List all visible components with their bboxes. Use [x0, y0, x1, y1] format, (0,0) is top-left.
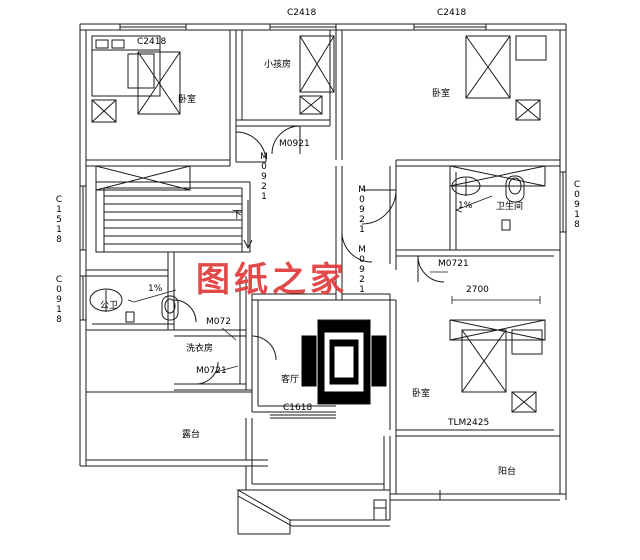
annotation-dimension-2700: 2700 — [466, 285, 489, 295]
window-label-c2418-3: C2418 — [437, 8, 467, 18]
door-label-m0921-2: M0921 — [259, 152, 269, 202]
door-label-tlm2425: TLM2425 — [448, 418, 490, 428]
fixtures — [85, 35, 547, 466]
room-label-bathroom: 卫生间 — [496, 202, 524, 212]
room-label-living-room: 客厅 — [281, 375, 300, 385]
door-label-m0921-3: M0921 — [357, 185, 367, 235]
annotation-down-arrow-label: 下 — [232, 210, 242, 221]
door-label-m072: M072 — [206, 317, 231, 327]
room-label-bedroom-2: 卧室 — [432, 89, 451, 99]
window-label-c0918-left: C0918 — [54, 275, 64, 325]
room-label-public-toilet: 公卫 — [100, 301, 119, 311]
door-label-m0721-2: M0721 — [196, 366, 227, 376]
annotation-slope-toilet: 1% — [148, 284, 163, 294]
window-label-c2418-2: C2418 — [287, 8, 317, 18]
window-label-c2418-1: C2418 — [137, 37, 167, 47]
door-label-m0921-1: M0921 — [279, 139, 310, 149]
annotation-slope-bathroom: 1% — [458, 201, 473, 211]
room-label-bedroom-3: 卧室 — [412, 389, 431, 399]
plan-walls — [79, 23, 567, 535]
leader-lines — [127, 195, 493, 373]
door-label-m0921-4: M0921 — [357, 245, 367, 295]
door-label-m0721-1: M0721 — [438, 259, 469, 269]
room-label-laundry: 洗衣房 — [186, 344, 214, 354]
watermark: 图纸之家 — [196, 260, 348, 300]
door-swings — [173, 125, 445, 385]
dimension-2700 — [451, 296, 541, 304]
room-label-terrace: 露台 — [182, 430, 201, 440]
room-label-kids-room: 小孩房 — [264, 60, 292, 70]
window-label-c1618: C1618 — [283, 403, 313, 413]
window-label-c0918-right: C0918 — [572, 180, 582, 230]
window-label-c1518: C1518 — [54, 195, 64, 245]
room-label-balcony: 阳台 — [498, 467, 517, 477]
room-label-bedroom-1: 卧室 — [178, 95, 197, 105]
